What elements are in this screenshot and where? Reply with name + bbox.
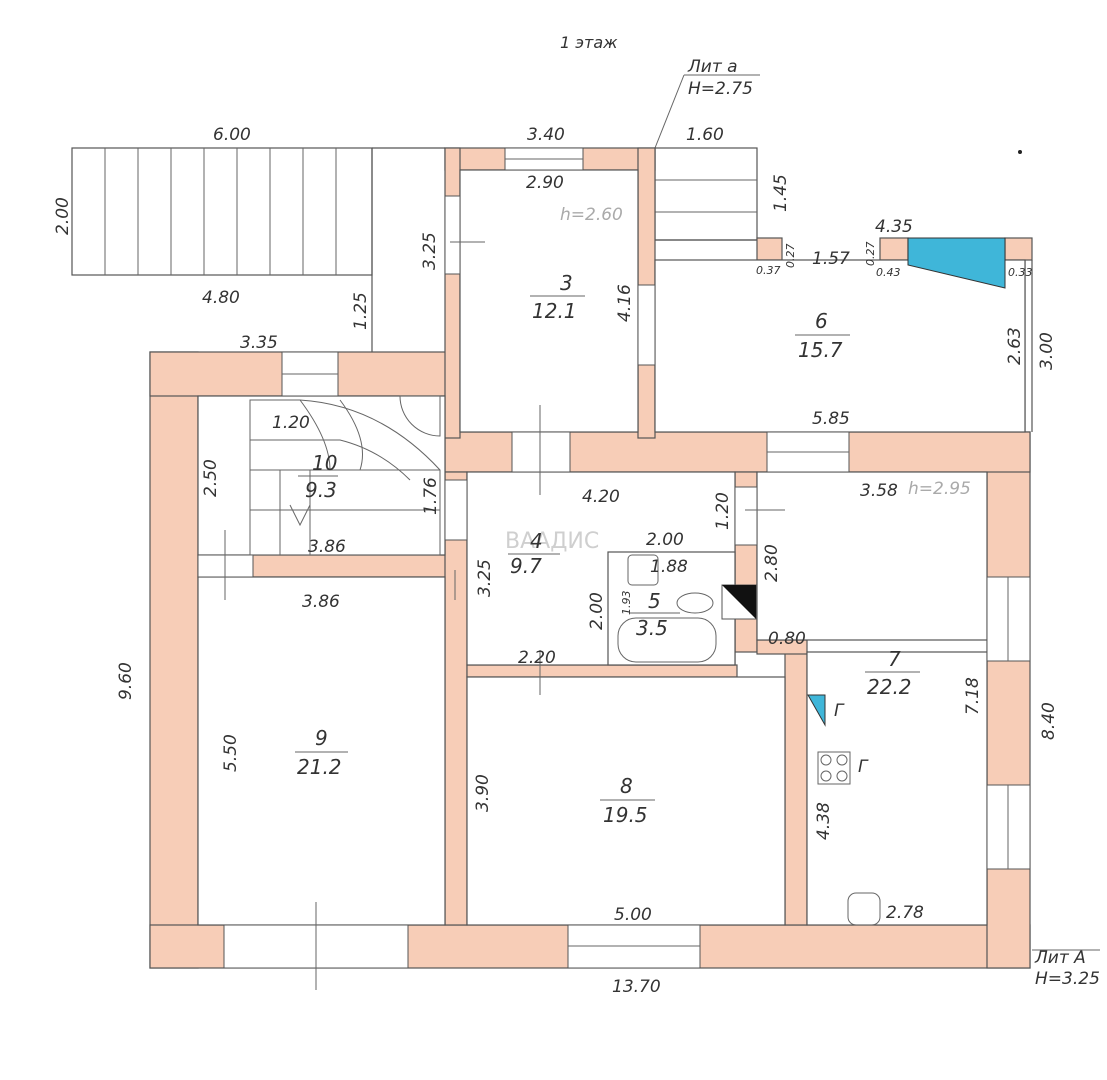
- dim-2-80: 2.80: [762, 544, 782, 582]
- dim-4-38: 4.38: [814, 802, 834, 840]
- balcony-fixture: [907, 237, 1006, 289]
- lit-A-label: Лит А: [1034, 948, 1086, 968]
- dim-1-20: 1.20: [713, 492, 733, 530]
- room-9-area: 21.2: [297, 755, 342, 779]
- kitchen-fixtures: [807, 694, 881, 926]
- dim-4-35: 4.35: [875, 217, 913, 237]
- entry-steps: [654, 147, 758, 241]
- room-6-area: 15.7: [798, 338, 843, 362]
- dim-2-00: 2.00: [53, 197, 73, 235]
- dim-1-20-stair: 1.20: [272, 413, 310, 433]
- room-5-number: 5: [648, 589, 661, 613]
- dim-0-37: 0.37: [756, 264, 781, 277]
- room-5-area: 3.5: [636, 616, 668, 640]
- room-4-area: 9.7: [510, 554, 542, 578]
- dim-4-20: 4.20: [582, 487, 620, 507]
- room-3-number: 3: [560, 271, 573, 295]
- dim-3-25-room3: 3.25: [420, 232, 440, 270]
- dim-0-27-b: 0.27: [864, 242, 877, 267]
- lit-a-callout: Лит а H=2.75: [654, 57, 760, 149]
- dim-2-90: 2.90: [526, 173, 564, 193]
- dim-3-86: 3.86: [302, 592, 340, 612]
- room-7-height: h=2.95: [908, 479, 971, 499]
- bathroom-fixtures: [617, 554, 757, 663]
- dim-0-33: 0.33: [1008, 266, 1033, 279]
- dim-4-16: 4.16: [615, 284, 635, 322]
- dim-6-00: 6.00: [213, 125, 251, 145]
- room-10-number: 10: [312, 451, 337, 475]
- gas-mark-1: Г: [834, 701, 845, 721]
- dim-9-60: 9.60: [116, 662, 136, 700]
- dim-3-40: 3.40: [527, 125, 565, 145]
- room-3-height: h=2.60: [560, 205, 623, 225]
- dim-2-00-top: 2.00: [646, 530, 684, 550]
- dim-0-43: 0.43: [876, 266, 901, 279]
- dim-8-40: 8.40: [1039, 702, 1059, 740]
- lit-a-height: H=2.75: [688, 79, 753, 99]
- dim-7-18: 7.18: [963, 677, 983, 715]
- room-8-number: 8: [620, 774, 633, 798]
- room-3-area: 12.1: [532, 299, 577, 323]
- rooms: [197, 169, 1026, 926]
- dim-3-35: 3.35: [240, 333, 278, 353]
- room-4-number: 4: [530, 529, 543, 553]
- floor-title: 1 этаж: [560, 33, 618, 52]
- room-7-number: 7: [888, 647, 901, 671]
- lit-a-label: Лит а: [687, 57, 738, 77]
- lit-A-callout: Лит А H=3.25: [1034, 948, 1100, 989]
- stray-mark: [1018, 150, 1022, 154]
- room-9-number: 9: [315, 726, 328, 750]
- gas-mark-2: Г: [858, 757, 869, 777]
- dimensions-vertical: 2.00 1.45 0.27 0.27 1.25 3.25 4.16 2.63 …: [53, 174, 1059, 840]
- dim-2-20: 2.20: [518, 648, 556, 668]
- terrace: [71, 147, 445, 352]
- dim-1-88: 1.88: [650, 557, 688, 577]
- dim-1-57: 1.57: [812, 249, 850, 269]
- dim-2-00-bath: 2.00: [587, 592, 607, 630]
- dim-0-27-a: 0.27: [784, 244, 797, 269]
- dim-2-78: 2.78: [886, 903, 924, 923]
- dim-1-93: 1.93: [620, 591, 633, 616]
- dim-4-80: 4.80: [202, 288, 240, 308]
- dimension-marks: [224, 241, 1100, 990]
- dim-2-63: 2.63: [1005, 327, 1025, 365]
- dim-5-85: 5.85: [812, 409, 850, 429]
- dim-1-25: 1.25: [351, 292, 371, 330]
- room-labels: 3 12.1 h=2.60 4 9.7 5 3.5 6 15.7 7 22.2 …: [295, 205, 971, 827]
- room-8-area: 19.5: [603, 803, 648, 827]
- lit-A-height: H=3.25: [1035, 969, 1100, 989]
- room-6-number: 6: [815, 309, 828, 333]
- staircase: [249, 395, 441, 556]
- dim-3-25: 3.25: [475, 559, 495, 597]
- dim-1-45: 1.45: [771, 174, 791, 212]
- room-7-area: 22.2: [867, 675, 912, 699]
- watermark: ВААДИС: [505, 529, 599, 554]
- room-10-area: 9.3: [305, 478, 337, 502]
- dim-3-86-stair: 3.86: [308, 537, 346, 557]
- dim-3-58: 3.58: [860, 481, 898, 501]
- dim-3-90: 3.90: [473, 774, 493, 812]
- dim-5-50: 5.50: [221, 734, 241, 772]
- dim-2-50: 2.50: [201, 459, 221, 497]
- dim-1-76: 1.76: [421, 477, 441, 515]
- dim-0-80: 0.80: [768, 629, 806, 649]
- dim-1-60: 1.60: [686, 125, 724, 145]
- dim-13-70: 13.70: [612, 977, 661, 997]
- dim-5-00: 5.00: [614, 905, 652, 925]
- dim-3-00: 3.00: [1037, 332, 1057, 370]
- dimensions-horizontal: 6.00 3.40 1.60 2.90 4.35 1.57 0.37 0.43 …: [202, 125, 1033, 997]
